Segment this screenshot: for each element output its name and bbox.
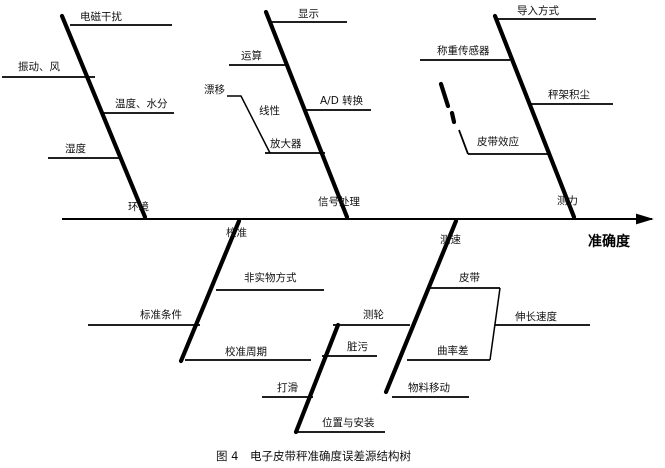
category-speed-measurement: 测速 (440, 233, 461, 246)
cause-electromagnetic-interference: 电磁干扰 (80, 10, 122, 23)
cause-contamination: 脏污 (347, 340, 368, 353)
cause-amplifier: 放大器 (270, 137, 302, 150)
cause-display: 显示 (298, 8, 319, 20)
cause-material-movement: 物料移动 (408, 381, 450, 394)
cause-belt-effect: 皮带效应 (477, 135, 519, 148)
cause-scale-frame-dust: 秤架积尘 (548, 89, 590, 101)
cause-standard-conditions: 标准条件 (140, 308, 182, 321)
category-signal-processing: 信号处理 (318, 196, 360, 208)
cause-computation: 运算 (241, 49, 262, 62)
bone-environment: 电磁干扰 振动、风 温度、水分 湿度 环境 (2, 10, 174, 220)
cause-introduction-method: 导入方式 (517, 4, 559, 17)
cause-temperature-moisture: 温度、水分 (115, 97, 168, 110)
cause-linearity: 线性 (259, 104, 280, 117)
bone-signal-processing: 显示 运算 漂移 线性 A/D 转换 放大器 信号处理 (204, 8, 371, 220)
cause-non-physical-method: 非实物方式 (244, 271, 297, 284)
bone-speed-measurement: 测速 皮带 伸长速度 曲率差 物料移动 测轮 脏污 打滑 位置与安装 (262, 218, 590, 435)
cause-drift: 漂移 (204, 83, 225, 96)
cause-elongation-speed: 伸长速度 (515, 310, 557, 323)
bone-calibration: 校准 非实物方式 标准条件 校准周期 (88, 218, 324, 364)
cause-calibration-period: 校准周期 (225, 345, 267, 358)
figure-caption: 图 4 电子皮带秤准确度误差源结构树 (216, 449, 411, 463)
cause-ad-conversion: A/D 转换 (320, 94, 364, 107)
effect-label: 准确度 (588, 233, 631, 250)
category-calibration: 校准 (226, 226, 247, 239)
cause-belt: 皮带 (459, 271, 480, 284)
category-environment: 环境 (128, 200, 149, 213)
cause-load-cell: 称重传感器 (437, 44, 490, 57)
cause-curvature-difference: 曲率差 (437, 344, 469, 357)
cause-slipping: 打滑 (277, 381, 298, 394)
cause-measuring-wheel: 测轮 (363, 308, 384, 321)
cause-humidity: 湿度 (65, 142, 86, 155)
bone-force-measurement: 导入方式 称重传感器 秤架积尘 皮带效应 测力 (420, 4, 613, 220)
cause-vibration-wind: 振动、风 (18, 60, 60, 73)
cause-position-installation: 位置与安装 (322, 416, 375, 429)
category-force-measurement: 测力 (557, 194, 578, 207)
